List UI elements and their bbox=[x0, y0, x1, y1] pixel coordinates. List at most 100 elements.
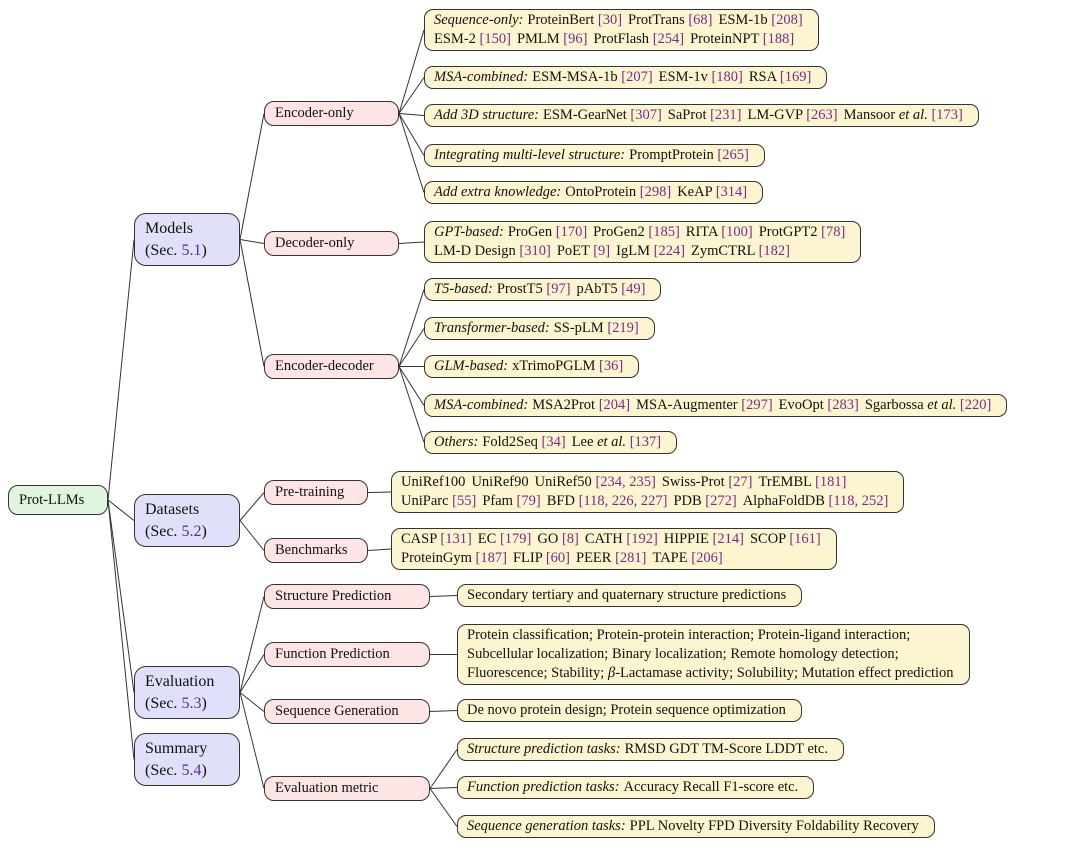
model-entry: AlphaFoldDB [118, 252] bbox=[743, 493, 889, 509]
edge-cat2-sub5 bbox=[239, 596, 265, 693]
edge-root-cat2 bbox=[107, 499, 135, 693]
subcategory-encoder-decoder: Encoder-decoder bbox=[264, 354, 399, 379]
model-entry: ProtTrans [68] bbox=[628, 12, 712, 28]
model-entry: Lee et al. [137] bbox=[572, 434, 661, 450]
citation-ref: [8] bbox=[561, 531, 579, 547]
category-summary: Summary (Sec. 5.4) bbox=[134, 733, 240, 786]
entry-name: UniRef50 bbox=[534, 474, 592, 490]
section-suffix: ) bbox=[201, 761, 207, 779]
model-entry: ProteinGym [187] bbox=[401, 550, 507, 566]
subcategory-label: Pre-training bbox=[275, 484, 345, 500]
leaf-line: GLM-based:xTrimoPGLM [36] bbox=[434, 357, 629, 376]
section-prefix: (Sec. bbox=[145, 694, 182, 712]
entry-name: RSA bbox=[748, 69, 777, 85]
citation-ref: [307] bbox=[630, 107, 662, 123]
edge-cat1-sub4 bbox=[239, 520, 265, 551]
entry-name: ProteinGym bbox=[401, 550, 472, 566]
citation-ref: [34] bbox=[541, 434, 566, 450]
citation-ref: [30] bbox=[597, 12, 623, 28]
subcategory-label: Benchmarks bbox=[275, 542, 348, 558]
model-entry: Mansoor et al. [173] bbox=[844, 107, 963, 123]
entry-name: ProteinNPT bbox=[690, 31, 760, 47]
citation-ref: [181] bbox=[815, 474, 847, 490]
model-entry: FLIP [60] bbox=[513, 550, 570, 566]
model-entry: ProGen [170] bbox=[508, 224, 587, 240]
edge-sub8-leaf16 bbox=[429, 749, 458, 789]
citation-ref: [79] bbox=[516, 493, 541, 509]
category-models: Models (Sec. 5.1) bbox=[134, 213, 240, 266]
leaf-line: Function prediction tasks:Accuracy Recal… bbox=[467, 778, 804, 797]
leaf-glm-based: GLM-based:xTrimoPGLM [36] bbox=[424, 355, 640, 378]
edge-cat2-sub8 bbox=[239, 692, 265, 789]
leaf-category-label: Sequence-only: bbox=[434, 12, 524, 28]
edge-cat2-sub7 bbox=[239, 692, 265, 712]
leaf-line: ESM-2 [150]PMLM [96]ProtFlash [254]Prote… bbox=[434, 30, 809, 49]
category-section-ref: (Sec. 5.2) bbox=[145, 521, 229, 543]
edge-root-cat1 bbox=[107, 499, 135, 521]
subcategory-label: Function Prediction bbox=[275, 646, 390, 662]
edge-sub3-leaf11 bbox=[367, 491, 392, 493]
leaf-msa-combined-encoder: MSA-combined:ESM-MSA-1b [207]ESM-1v [180… bbox=[424, 66, 828, 89]
citation-ref: [60] bbox=[545, 550, 571, 566]
citation-ref: [118, 252] bbox=[828, 493, 889, 509]
leaf-line: Secondary tertiary and quaternary struct… bbox=[467, 586, 792, 605]
entry-name: pAbT5 bbox=[576, 281, 618, 297]
subcategory-structure-prediction: Structure Prediction bbox=[264, 584, 430, 609]
category-section-ref: (Sec. 5.1) bbox=[145, 240, 229, 262]
category-title: Models bbox=[145, 219, 193, 237]
subcategory-label: Evaluation metric bbox=[275, 780, 379, 796]
entry-name: ESM-MSA-1b bbox=[532, 69, 618, 85]
leaf-line: Others:Fold2Seq [34]Lee et al. [137] bbox=[434, 433, 667, 452]
entry-name: CASP bbox=[401, 531, 437, 547]
entry-name: Secondary tertiary and quaternary struct… bbox=[467, 587, 787, 603]
entry-name: Mansoor bbox=[843, 107, 899, 123]
entry-name: UniParc bbox=[401, 493, 449, 509]
entry-italic: et al. bbox=[597, 434, 627, 450]
subcategory-label: Encoder-decoder bbox=[275, 358, 374, 374]
leaf-category-label: MSA-combined: bbox=[434, 69, 529, 85]
model-entry: PDB [272] bbox=[673, 493, 736, 509]
model-entry: TAPE [206] bbox=[653, 550, 723, 566]
entry-name: Protein classification; Protein-protein … bbox=[467, 627, 911, 643]
model-entry: KeAP [314] bbox=[677, 184, 747, 200]
entry-name: PMLM bbox=[516, 31, 560, 47]
leaf-category-label: GLM-based: bbox=[434, 358, 509, 374]
model-entry: Protein classification; Protein-protein … bbox=[467, 627, 910, 643]
entry-name: UniRef100 bbox=[401, 474, 466, 490]
citation-ref: [188] bbox=[762, 31, 795, 47]
edge-sub0-leaf2 bbox=[398, 113, 425, 116]
model-entry: OntoProtein [298] bbox=[565, 184, 671, 200]
entry-name: SS-pLM bbox=[553, 320, 604, 336]
edge-sub2-leaf6 bbox=[398, 289, 425, 367]
model-entry: UniParc [55] bbox=[401, 493, 476, 509]
leaf-add-3d-structure: Add 3D structure:ESM-GearNet [307]SaProt… bbox=[424, 104, 979, 127]
citation-ref: [192] bbox=[626, 531, 658, 547]
section-number: 5.4 bbox=[181, 761, 202, 779]
entry-name: LM-D Design bbox=[434, 243, 516, 259]
leaf-category-label: Add 3D structure: bbox=[434, 107, 539, 123]
entry-name: Sgarbossa bbox=[864, 397, 928, 413]
entry-name: De novo protein design; Protein sequence… bbox=[467, 702, 786, 718]
subcategory-label: Decoder-only bbox=[275, 235, 355, 251]
citation-ref: [314] bbox=[715, 184, 748, 200]
citation-ref: [220] bbox=[959, 397, 992, 413]
entry-name: AlphaFoldDB bbox=[742, 493, 825, 509]
edge-cat2-sub6 bbox=[239, 654, 265, 693]
subcategory-label: Sequence Generation bbox=[275, 703, 399, 719]
subcategory-evaluation-metric: Evaluation metric bbox=[264, 776, 430, 801]
section-number: 5.1 bbox=[181, 241, 202, 259]
entry-name: KeAP bbox=[677, 184, 713, 200]
section-prefix: (Sec. bbox=[145, 761, 182, 779]
model-entry: UniRef90 bbox=[471, 474, 528, 490]
entry-name: ProteinBert bbox=[527, 12, 595, 28]
entry-name: IgLM bbox=[616, 243, 650, 259]
model-entry: PEER [281] bbox=[576, 550, 647, 566]
leaf-gpt-based: GPT-based:ProGen [170]ProGen2 [185]RITA … bbox=[424, 221, 862, 263]
category-section-ref: (Sec. 5.3) bbox=[145, 693, 229, 715]
citation-ref: [118, 226, 227] bbox=[578, 493, 668, 509]
model-entry: IgLM [224] bbox=[616, 243, 685, 259]
entry-name: CATH bbox=[584, 531, 623, 547]
model-entry: ESM-GearNet [307] bbox=[543, 107, 662, 123]
leaf-line: T5-based:ProstT5 [97]pAbT5 [49] bbox=[434, 280, 651, 299]
edge-cat1-sub3 bbox=[239, 492, 265, 521]
